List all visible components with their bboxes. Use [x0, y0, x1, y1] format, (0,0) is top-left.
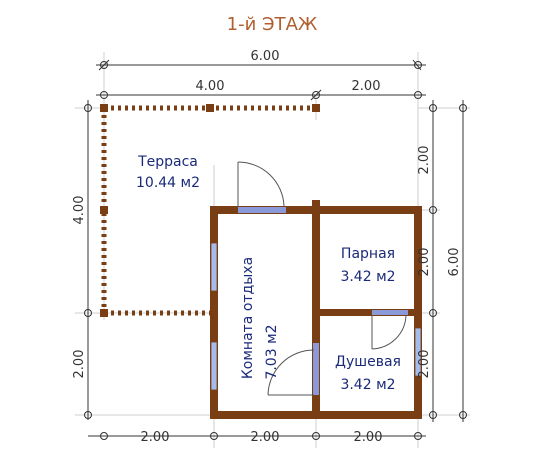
dim-right-1: 2.00	[417, 146, 432, 175]
walls	[210, 200, 422, 419]
shower-room-name: Душевая	[335, 354, 401, 370]
dim-bottom-2: 2.00	[251, 430, 280, 445]
dimension-labels: 6.00 4.00 2.00 2.00 2.00 2.00 4.00 2.00 …	[72, 49, 462, 445]
terrace-name: Терраса	[137, 154, 198, 170]
room-labels: Терраса 10.44 м2 Парная 3.42 м2 Душевая …	[136, 154, 401, 393]
dim-bottom-1: 2.00	[141, 430, 170, 445]
dim-top-left: 4.00	[196, 79, 225, 94]
plan-title: 1-й ЭТАЖ	[227, 14, 318, 35]
dim-bottom-3: 2.00	[354, 430, 383, 445]
shower-room-area: 3.42 м2	[340, 377, 395, 393]
dim-left-upper: 4.00	[72, 196, 87, 225]
dimension-markers	[84, 61, 467, 440]
door-openings	[238, 207, 408, 395]
steam-room-name: Парная	[341, 246, 395, 262]
steam-room-area: 3.42 м2	[340, 269, 395, 285]
guide-lines	[75, 52, 470, 448]
dimension-lines	[87, 59, 464, 437]
terrace-area: 10.44 м2	[136, 175, 200, 191]
dim-right-2: 2.00	[417, 248, 432, 277]
lounge-name: Комната отдыха	[240, 257, 256, 379]
dim-top-right: 2.00	[352, 79, 381, 94]
windows	[210, 242, 422, 391]
dim-left-lower: 2.00	[72, 350, 87, 379]
dim-top-total: 6.00	[251, 49, 280, 64]
door-swings	[237, 161, 407, 396]
dim-right-total: 6.00	[447, 248, 462, 277]
lounge-area: 7.03 м2	[264, 324, 280, 379]
dim-right-3: 2.00	[417, 350, 432, 379]
